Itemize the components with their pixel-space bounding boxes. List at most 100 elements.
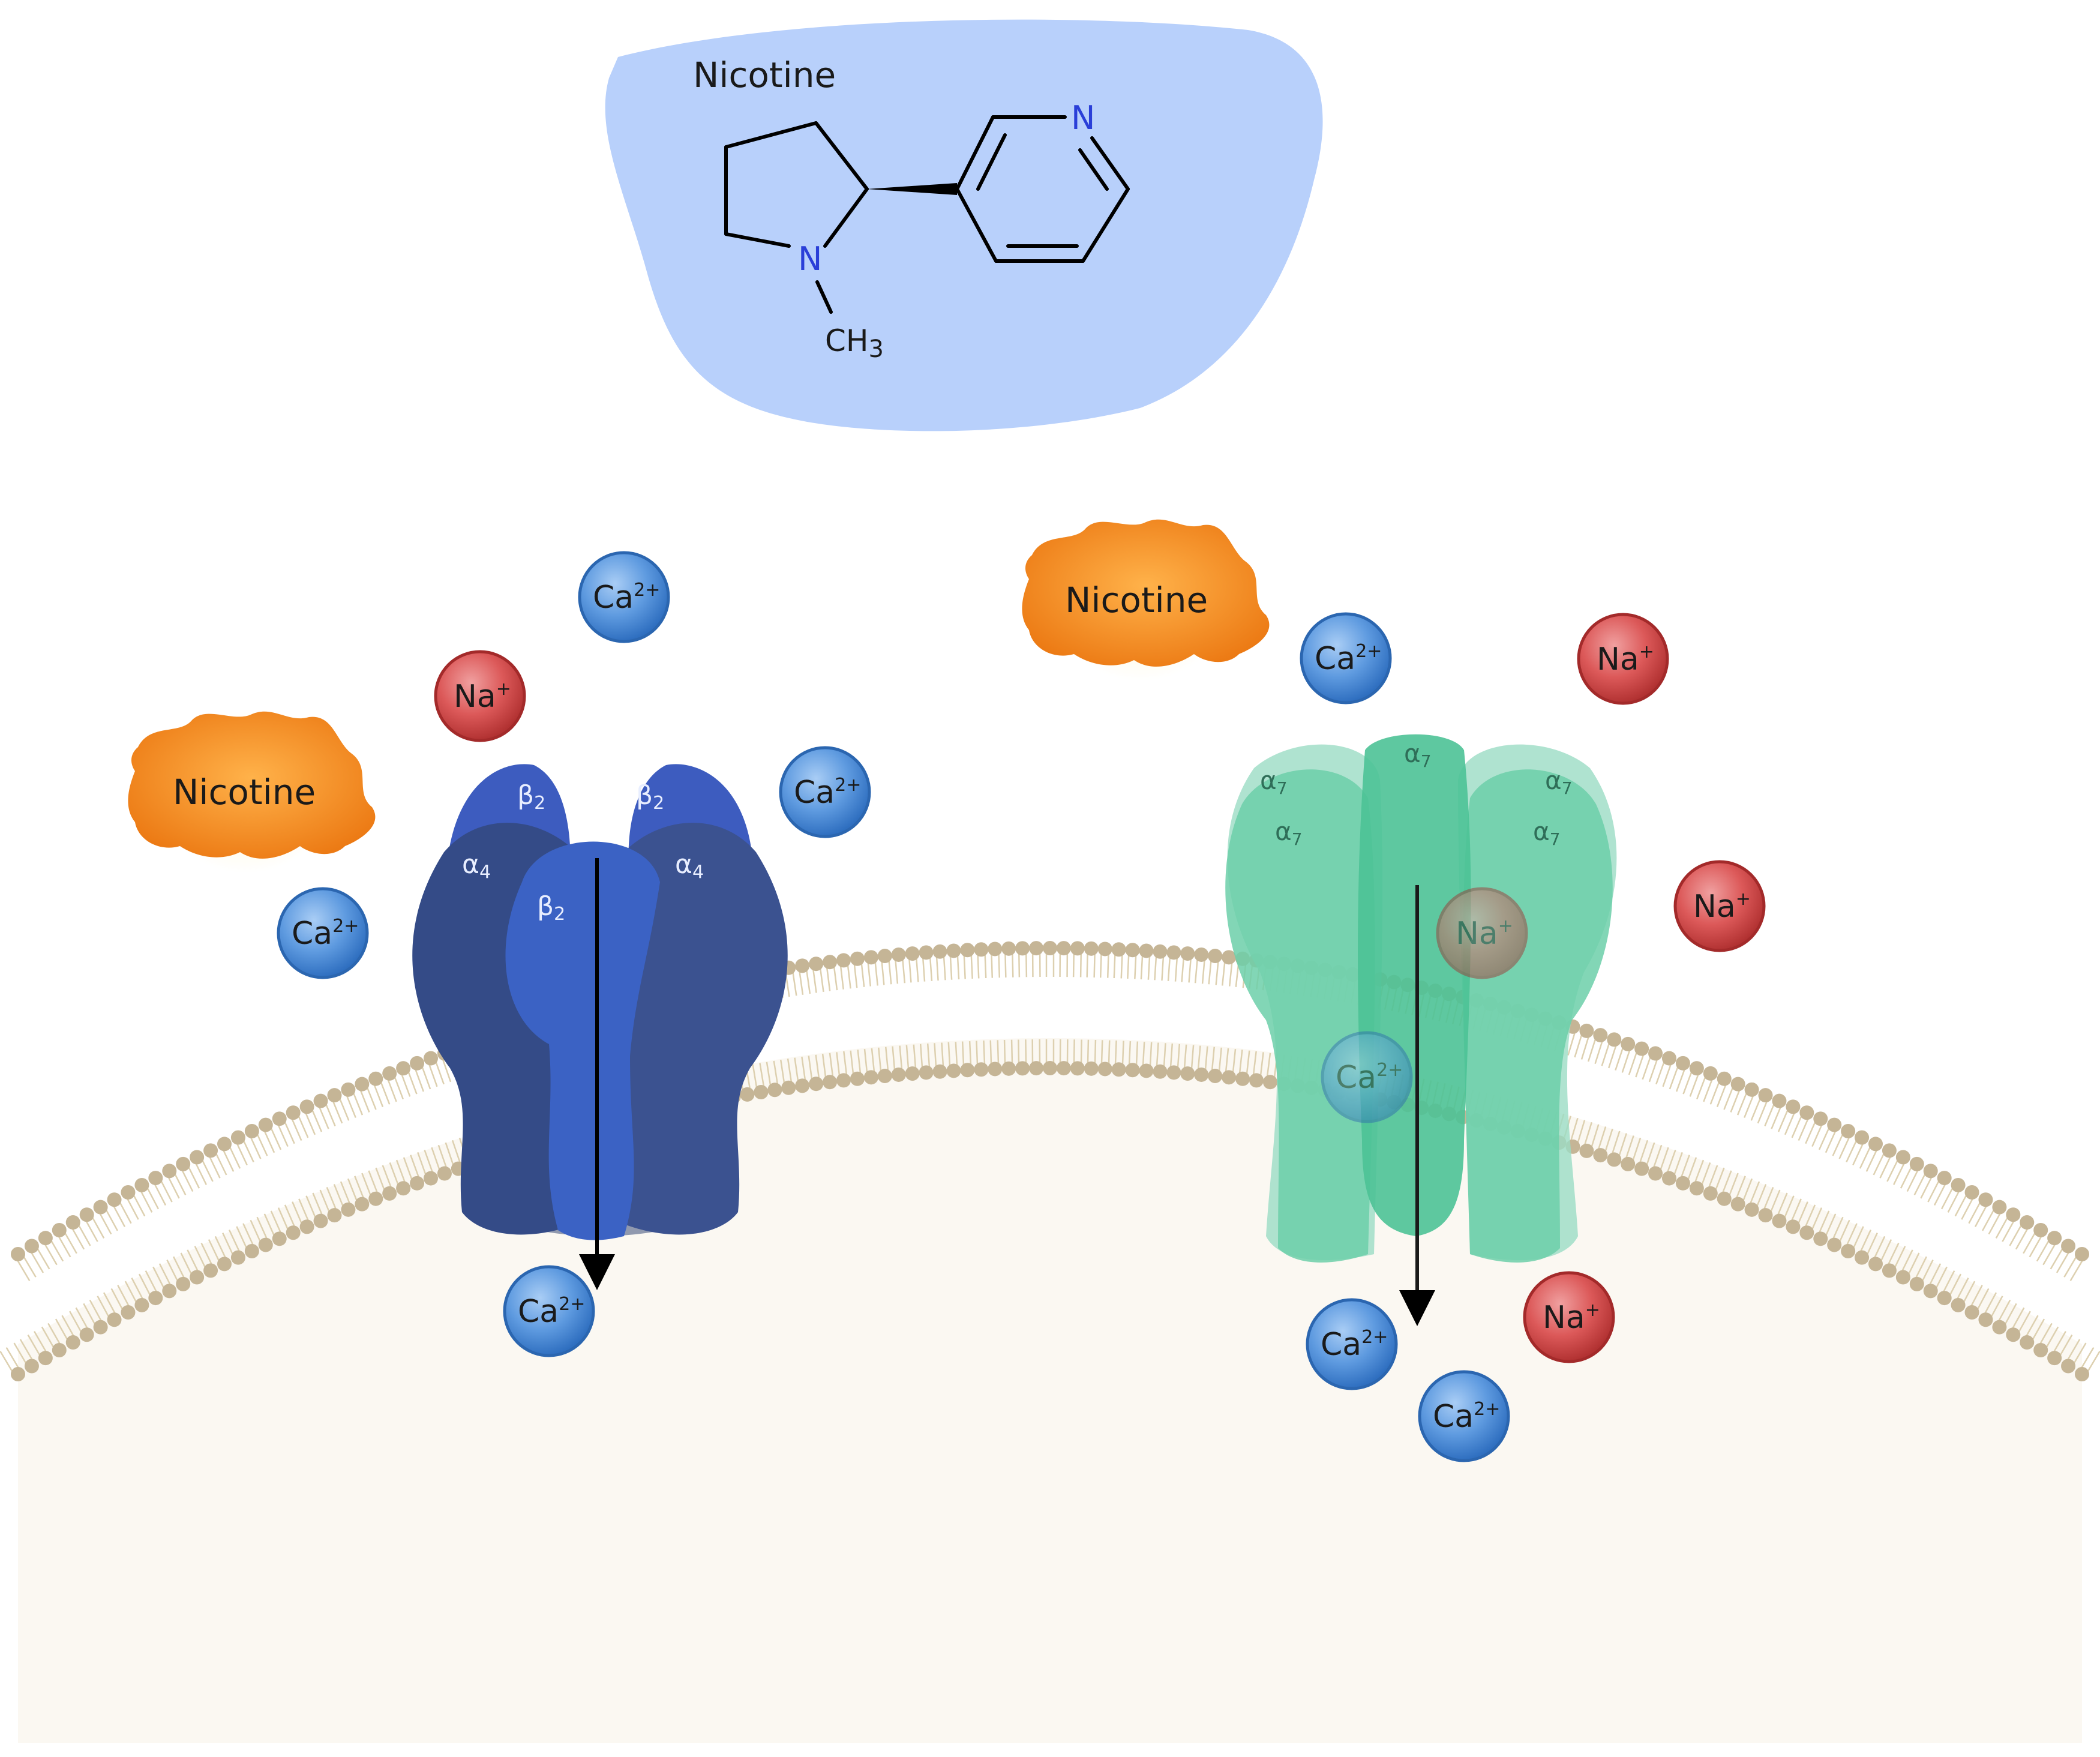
lipid-head [217,1257,232,1272]
subunit-label: β2 [517,780,545,814]
ion-sphere [1300,612,1392,704]
lipid-head [1097,1062,1112,1077]
structure-background [605,19,1323,431]
lipid-head [1139,943,1154,958]
ion-label: Na+ [454,679,511,715]
lipid-head [1895,1270,1910,1285]
lipid-head [203,1263,218,1278]
lipid-head [1139,1063,1154,1078]
lipid-head [1111,1062,1126,1077]
lipid-head [134,1297,149,1312]
calcium-ion: Ca2+ [503,1265,595,1357]
subunit-label: α7 [1533,817,1561,849]
lipid-head [1222,1070,1237,1085]
lipid-head [244,1244,259,1259]
lipid-head [2020,1335,2035,1350]
lipid-head [1166,1065,1181,1080]
lipid-head [863,950,878,965]
ion-label: Ca2+ [593,580,660,616]
lipid-head [1675,1056,1690,1071]
lipid-head [1621,1036,1636,1051]
lipid-head [836,953,851,968]
lipid-head [244,1124,259,1139]
lipid-head [107,1192,122,1207]
lipid-head [1621,1156,1636,1171]
subunit-label: β2 [636,780,664,814]
nicotine-label: Nicotine [173,772,316,812]
ion-label: Ca2+ [1336,1060,1403,1096]
subunit-label: α7 [1260,766,1288,798]
lipid-head [217,1137,232,1152]
subunit-label: α7 [1404,739,1432,771]
nicotine-skeletal-formula [724,115,1130,314]
lipid-head [1208,949,1223,964]
lipid-head [93,1320,108,1335]
calcium-ion: Ca2+ [578,551,670,643]
lipid-head [148,1171,163,1186]
lipid-head [1125,943,1140,958]
lipid-head [1923,1164,1938,1179]
lipid-head [1992,1320,2007,1335]
lipid-head [1634,1161,1649,1176]
lipid-head [134,1177,149,1192]
subunit-label: α7 [1545,766,1573,798]
lipid-head [1813,1231,1828,1246]
lipid-head [877,949,892,964]
lipid-head [1882,1263,1897,1278]
ion-label: Ca2+ [1315,641,1382,677]
subunit-label: α7 [1275,817,1303,849]
lipid-head [396,1061,411,1076]
ion-sphere [434,650,526,742]
lipid-head [355,1077,370,1092]
lipid-head [396,1181,411,1196]
lipid-head [836,1073,851,1088]
ion-sphere [1577,613,1669,705]
lipid-head [960,943,975,958]
lipid-head [1153,944,1168,959]
lipid-head [1015,941,1030,956]
sodium-ion: Na+ [434,650,526,742]
ion-sphere [1523,1271,1615,1363]
lipid-head [424,1171,438,1186]
lipid-head [1841,1244,1856,1259]
lipid-head [1662,1171,1676,1186]
lipid-head [38,1231,53,1246]
lipid-head [1593,1148,1608,1163]
lipid-head [65,1215,80,1230]
lipid-head [341,1082,356,1097]
lipid-head [974,1062,989,1077]
lipid-head [230,1250,245,1265]
lipid-head [1909,1156,1924,1171]
lipid-head [1607,1152,1622,1167]
lipid-head [1607,1032,1622,1047]
ion-sphere [1673,860,1766,952]
lipid-head [1978,1192,1993,1207]
lipid-head [368,1191,383,1206]
lipid-head [905,1066,920,1081]
lipid-head [823,1075,838,1090]
lipid-head [424,1051,438,1066]
ion-label: Na+ [1543,1300,1600,1336]
lipid-head [1689,1181,1704,1196]
lipid-head [1043,1061,1057,1075]
lipid-head [932,1064,947,1079]
lipid-head [1015,1061,1030,1076]
ion-sphere [503,1265,595,1357]
lipid-head [1208,1069,1223,1084]
lipid-head [1855,1130,1870,1145]
lipid-head [1194,947,1209,962]
lipid-head [1937,1291,1952,1306]
calcium-ion: Ca2+ [1418,1370,1510,1462]
lipid-head [1799,1105,1814,1120]
lipid-head [382,1186,397,1201]
lipid-head [795,1078,810,1093]
lipid-head [1180,946,1195,961]
lipid-head [11,1367,25,1381]
lipid-head [974,942,989,957]
lipid-head [1717,1071,1732,1086]
calcium-ion: Ca2+ [277,887,369,979]
ion-sphere [1306,1298,1398,1390]
lipid-head [176,1156,191,1171]
subunit-label: α4 [462,849,491,883]
lipid-head [313,1093,328,1108]
